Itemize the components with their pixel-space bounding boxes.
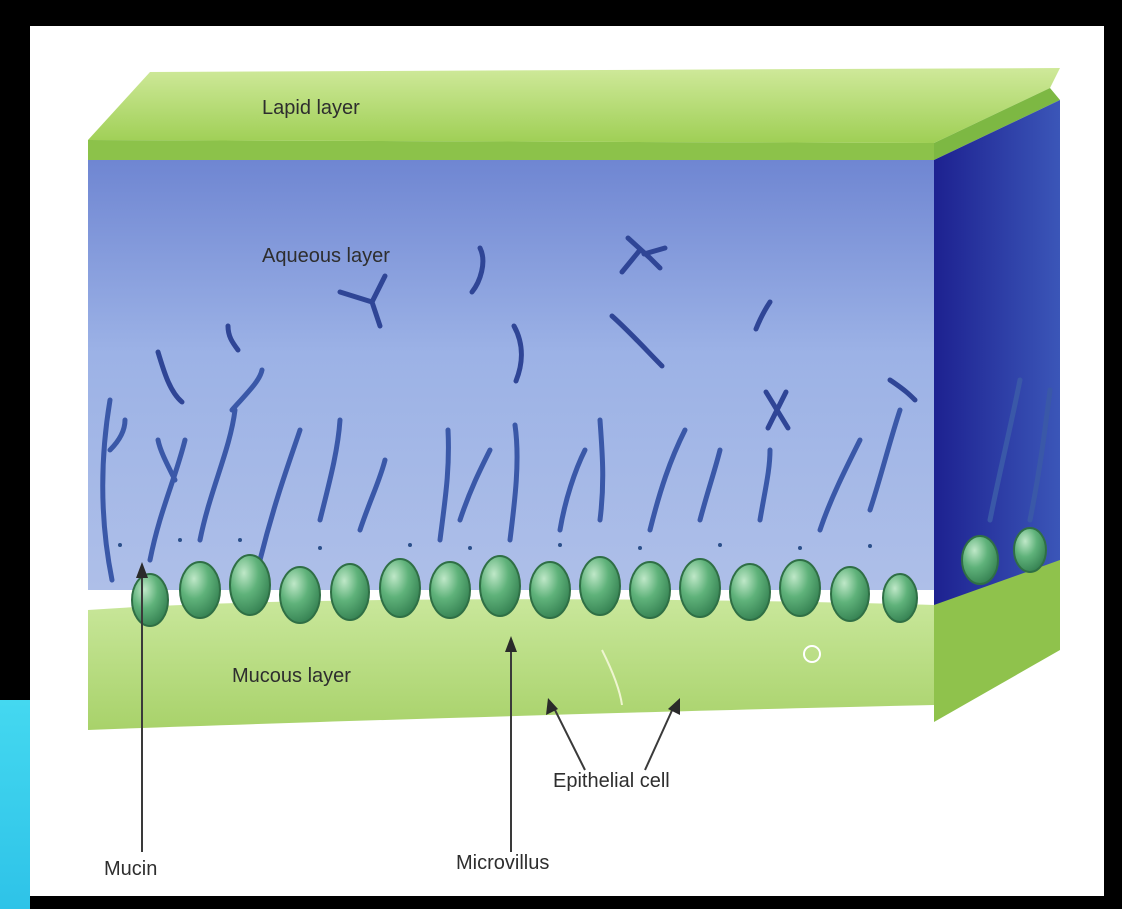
lipid-layer-top (88, 68, 1060, 143)
mucous-layer-label: Mucous layer (232, 665, 351, 688)
lapid-layer-label: Lapid layer (262, 97, 360, 120)
aqueous-layer-label: Aqueous layer (262, 245, 390, 268)
microvillus-label: Microvillus (456, 852, 549, 875)
lipid-layer-front (88, 140, 934, 160)
mucin-label: Mucin (104, 858, 157, 881)
epithelial-cell-label: Epithelial cell (553, 770, 670, 793)
